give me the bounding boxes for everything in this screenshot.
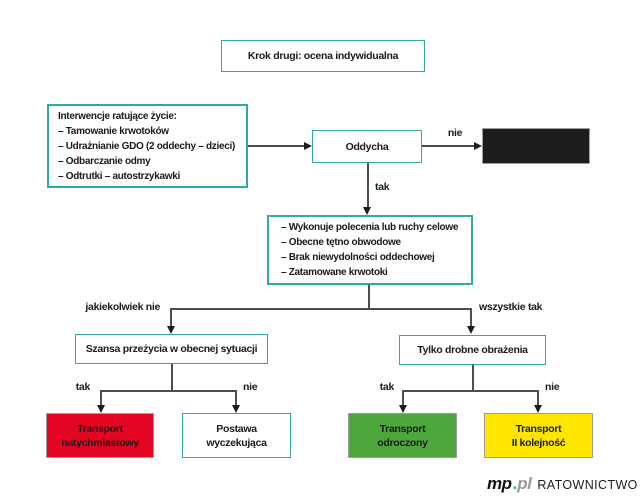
connector-survival-split <box>171 364 173 390</box>
transport-second-line1: Transport <box>515 422 562 435</box>
split3-drop-left <box>402 390 404 406</box>
edge-label-nie: nie <box>243 381 258 393</box>
transport-second-box: Transport II kolejność <box>484 413 593 458</box>
breathing-label: Oddycha <box>345 140 389 153</box>
logo-dot: . <box>512 474 518 493</box>
split2-drop-right <box>235 390 237 406</box>
connector-minor-split <box>472 365 474 390</box>
connector-interventions-breathing <box>248 145 306 147</box>
logo-pl: pl <box>517 474 532 493</box>
step-title-label: Krok drugi: ocena indywidualna <box>247 50 399 62</box>
transport-delayed-line1: Transport <box>379 422 426 435</box>
transport-immediate-box: Transport natychmiastowy <box>46 413 154 458</box>
survival-chance-box: Szansa przeżycia w obecnej sytuacji <box>75 334 268 364</box>
expectant-line1: Postawa <box>216 422 257 435</box>
interventions-item: – Odbarczanie odmy <box>58 155 151 167</box>
black-category-box <box>482 128 590 164</box>
criteria-item: – Obecne tętno obwodowe <box>281 237 401 248</box>
arrowhead-down-icon <box>231 405 240 413</box>
arrowhead-down-icon <box>466 326 475 334</box>
arrowhead-down-icon <box>363 207 371 215</box>
edge-label-tak: tak <box>75 381 91 393</box>
transport-immediate-line1: Transport <box>77 422 123 435</box>
arrowhead-right-icon <box>304 141 312 150</box>
logo-suffix: RATOWNICTWO <box>537 478 638 492</box>
edge-label-nie: nie <box>447 127 463 139</box>
edge-label-all-yes: wszystkie tak <box>479 301 543 313</box>
arrowhead-down-icon <box>533 405 542 413</box>
arrowhead-right-icon <box>474 141 482 150</box>
edge-label-any-no: jakiekolwiek nie <box>85 301 160 313</box>
expectant-box: Postawa wyczekująca <box>182 413 291 458</box>
interventions-item: – Udrażnianie GDO (2 oddechy – dzieci) <box>58 140 235 152</box>
split2-horizontal <box>100 390 236 392</box>
step-title-box: Krok drugi: ocena indywidualna <box>221 40 425 72</box>
mp-pl-ratownictwo-logo: mp.pl RATOWNICTWO <box>487 474 638 494</box>
connector-breathing-criteria <box>367 163 369 208</box>
interventions-item: – Tamowanie krwotoków <box>58 125 169 137</box>
criteria-box: – Wykonuje polecenia lub ruchy celowe – … <box>267 215 473 285</box>
split1-drop-right <box>470 308 472 327</box>
transport-immediate-line2: natychmiastowy <box>61 436 139 449</box>
interventions-title: Interwencje ratujące życie: <box>58 110 177 122</box>
split3-drop-right <box>537 390 539 406</box>
transport-second-line2: II kolejność <box>511 436 566 449</box>
edge-label-tak: tak <box>375 181 390 193</box>
arrowhead-down-icon <box>398 405 407 413</box>
edge-label-nie: nie <box>545 381 560 393</box>
split2-drop-left <box>100 390 102 406</box>
connector-breathing-black <box>422 145 475 147</box>
edge-label-tak: tak <box>379 381 395 393</box>
minor-injuries-box: Tylko drobne obrażenia <box>399 335 546 365</box>
expectant-line2: wyczekująca <box>206 436 267 449</box>
arrowhead-down-icon <box>96 405 105 413</box>
minor-injuries-label: Tylko drobne obrażenia <box>417 344 528 356</box>
breathing-box: Oddycha <box>312 130 422 163</box>
connector-criteria-split <box>368 285 370 309</box>
criteria-item: – Brak niewydolności oddechowej <box>281 252 435 263</box>
logo-mp: mp <box>487 474 512 493</box>
interventions-box: Interwencje ratujące życie: – Tamowanie … <box>47 104 248 188</box>
split1-horizontal <box>170 308 471 310</box>
interventions-item: – Odtrutki – autostrzykawki <box>58 170 180 182</box>
split1-drop-left <box>170 308 172 327</box>
transport-delayed-box: Transport odroczony <box>348 413 457 458</box>
transport-delayed-line2: odroczony <box>377 436 428 449</box>
criteria-item: – Wykonuje polecenia lub ruchy celowe <box>281 222 459 233</box>
criteria-item: – Zatamowane krwotoki <box>281 267 388 278</box>
split3-horizontal <box>402 390 537 392</box>
arrowhead-down-icon <box>166 326 175 334</box>
survival-chance-label: Szansa przeżycia w obecnej sytuacji <box>85 343 258 355</box>
